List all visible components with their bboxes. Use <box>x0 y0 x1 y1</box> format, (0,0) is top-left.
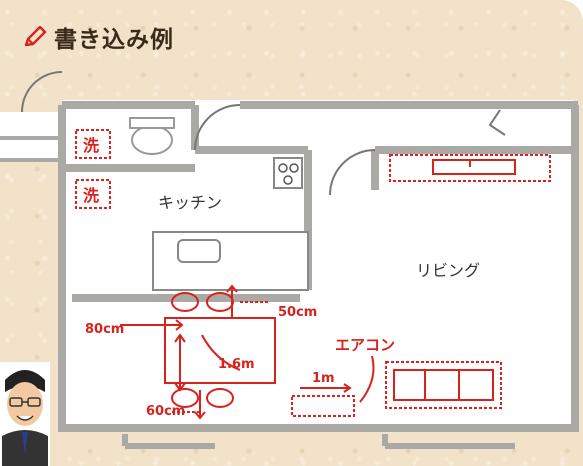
stamp-2: 洗 <box>75 179 111 209</box>
sink <box>177 239 221 263</box>
measure-table-length: 1.6m <box>218 357 255 372</box>
door-arc <box>329 149 376 196</box>
floor-area <box>62 100 574 430</box>
ac-distance: 1m <box>312 371 335 386</box>
living-label: リビング <box>416 261 480 280</box>
measure-left-width: 80cm <box>85 322 124 337</box>
entrance-door-arc <box>21 71 63 113</box>
stove <box>273 157 303 189</box>
kitchen-label: キッチン <box>158 193 222 212</box>
side-table <box>291 383 355 417</box>
measure-top-width: 50cm <box>278 305 317 320</box>
header: 書き込み例 <box>22 20 174 54</box>
stamp-1: 洗 <box>75 129 111 159</box>
walls <box>58 101 579 432</box>
ac-label: エアコン <box>335 336 395 354</box>
dimension-arrows <box>120 284 268 420</box>
svg-text:洗: 洗 <box>83 136 99 155</box>
dining-table <box>164 292 276 408</box>
pencil-icon <box>24 25 47 47</box>
svg-text:洗: 洗 <box>83 186 99 205</box>
sofa <box>385 361 502 409</box>
bottom-wall-details <box>122 434 515 449</box>
header-title: 書き込み例 <box>54 27 174 53</box>
toilet <box>131 125 173 155</box>
measure-bottom-width: 60cm <box>146 404 185 419</box>
ac-pointer <box>359 355 375 403</box>
window-marker <box>488 109 506 136</box>
tv-cabinet <box>389 154 551 182</box>
door-arc <box>194 104 241 151</box>
kitchen-counter <box>152 231 309 291</box>
advisor-avatar <box>0 362 50 466</box>
